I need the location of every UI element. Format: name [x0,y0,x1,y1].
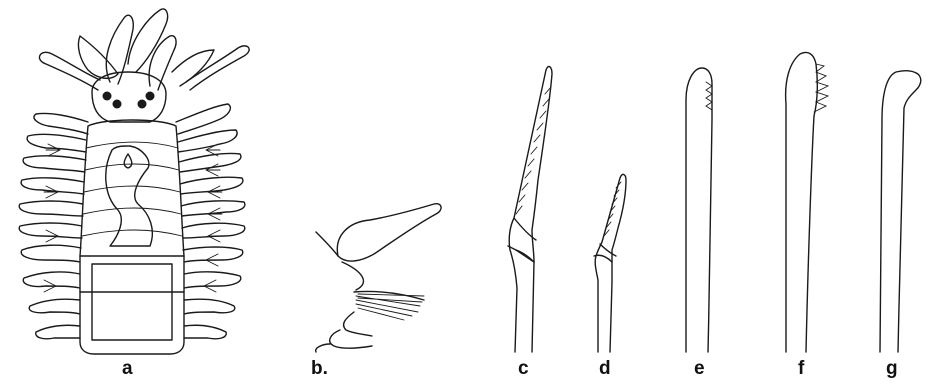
panel-label-a: a [122,359,133,378]
panel-e-chaeta-drawing [686,68,712,352]
panel-c-chaeta-drawing [508,67,552,352]
panel-label-b: b. [311,359,328,378]
panel-label-c: c [518,359,529,378]
panel-label-d: d [599,359,611,378]
panel-f-chaeta-drawing [786,52,828,352]
panel-d-chaeta-drawing [594,174,626,352]
panel-b-parapodium-drawing [316,204,441,352]
panel-a-worm-drawing [19,9,249,354]
panel-label-g: g [886,359,898,378]
panel-label-f: f [798,359,804,378]
panel-g-chaeta-drawing [880,71,921,352]
panel-label-e: e [694,359,705,378]
